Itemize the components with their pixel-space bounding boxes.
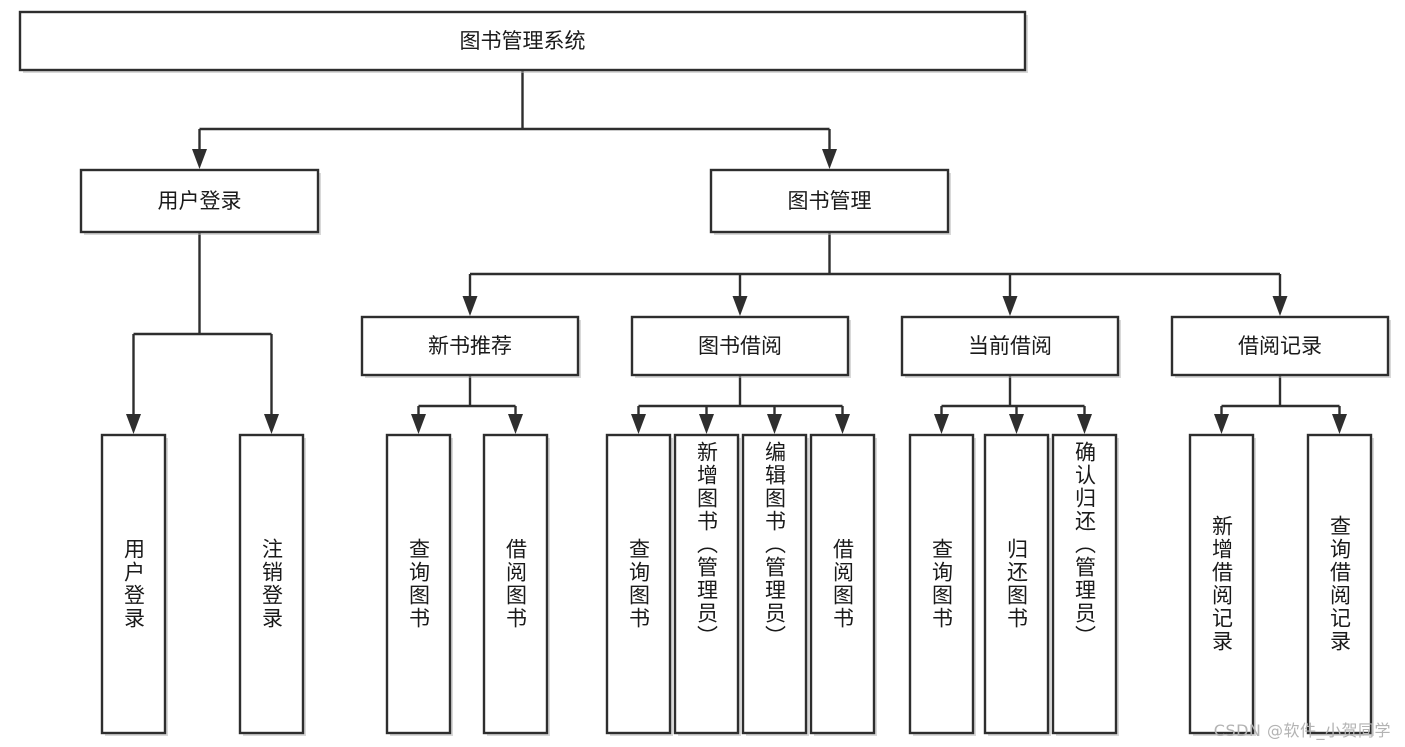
node-rect[interactable] [673,433,740,735]
node-current-borrow[interactable]: 当前借阅 [900,315,1121,378]
node-rect[interactable] [908,433,975,735]
connector-group-user-login [126,232,279,434]
node-root[interactable]: 图书管理系统 [18,10,1028,73]
node-rect[interactable] [385,433,452,735]
arrow-head-icon [1332,414,1347,434]
arrow-head-icon [411,414,426,434]
node-rect[interactable] [605,433,672,735]
node-label: 借阅记录 [1238,334,1322,358]
node-label: 图书借阅 [698,334,782,358]
node-rect[interactable] [360,315,580,377]
arrow-head-icon [1214,414,1229,434]
node-rect[interactable] [1306,433,1373,735]
arrow-head-icon [508,414,523,434]
arrow-head-icon [1272,296,1288,316]
node-leaf-user-login[interactable] [100,433,168,736]
connector-group-current-borrow [934,375,1092,434]
connector-group-root [192,70,837,169]
arrow-head-icon [192,149,207,169]
arrow-head-icon [1077,414,1092,434]
node-borrow-record[interactable]: 借阅记录 [1170,315,1391,378]
node-book-borrow[interactable]: 图书借阅 [630,315,851,378]
node-leaf-add-record[interactable] [1188,433,1256,736]
connector-group-book-borrow [631,375,850,434]
node-leaf-add-book[interactable] [673,433,741,736]
node-label: 新书推荐 [428,334,512,358]
node-rect[interactable] [900,315,1120,377]
connector-group-new-book-rec [411,375,523,434]
arrow-head-icon [732,296,748,316]
node-new-book-rec[interactable]: 新书推荐 [360,315,581,378]
node-user-login[interactable]: 用户登录 [79,168,321,235]
node-rect[interactable] [79,168,320,234]
arrow-head-icon [699,414,714,434]
node-rect[interactable] [482,433,549,735]
connector-group-book-manage [462,232,1288,316]
arrow-head-icon [264,414,279,434]
node-label: 用户登录 [158,189,242,213]
arrow-head-icon [1009,414,1024,434]
connector-group-borrow-record [1214,375,1347,434]
node-rect[interactable] [1188,433,1255,735]
node-leaf-borrow-book[interactable] [809,433,877,736]
node-rect[interactable] [1170,315,1390,377]
node-leaf-borrow-book-rec[interactable] [482,433,550,736]
node-rect[interactable] [709,168,950,234]
arrow-head-icon [1002,296,1018,316]
node-leaf-return-book[interactable] [983,433,1051,736]
node-leaf-query-book-rec[interactable] [385,433,453,736]
node-leaf-query-book[interactable] [605,433,673,736]
node-rect[interactable] [238,433,305,735]
node-rect[interactable] [1051,433,1118,735]
arrow-head-icon [767,414,782,434]
watermark-text: CSDN @软件_小贺同学 [1213,721,1391,740]
node-book-manage[interactable]: 图书管理 [709,168,951,235]
node-rect[interactable] [809,433,876,735]
arrow-head-icon [822,149,837,169]
node-rect[interactable] [741,433,808,735]
arrow-head-icon [934,414,949,434]
node-label: 图书管理系统 [460,29,586,53]
arrow-head-icon [126,414,141,434]
node-leaf-user-logout[interactable] [238,433,306,736]
node-leaf-confirm-return[interactable] [1051,433,1119,736]
node-rect[interactable] [983,433,1050,735]
arrow-head-icon [462,296,478,316]
node-leaf-edit-book[interactable] [741,433,809,736]
node-rect[interactable] [630,315,850,377]
node-leaf-query-book-cur[interactable] [908,433,976,736]
node-leaf-query-record[interactable] [1306,433,1374,736]
arrow-head-icon [631,414,646,434]
node-label: 当前借阅 [968,334,1052,358]
node-label: 图书管理 [788,189,872,213]
arrow-head-icon [835,414,850,434]
node-rect[interactable] [100,433,167,735]
node-rect[interactable] [18,10,1027,72]
